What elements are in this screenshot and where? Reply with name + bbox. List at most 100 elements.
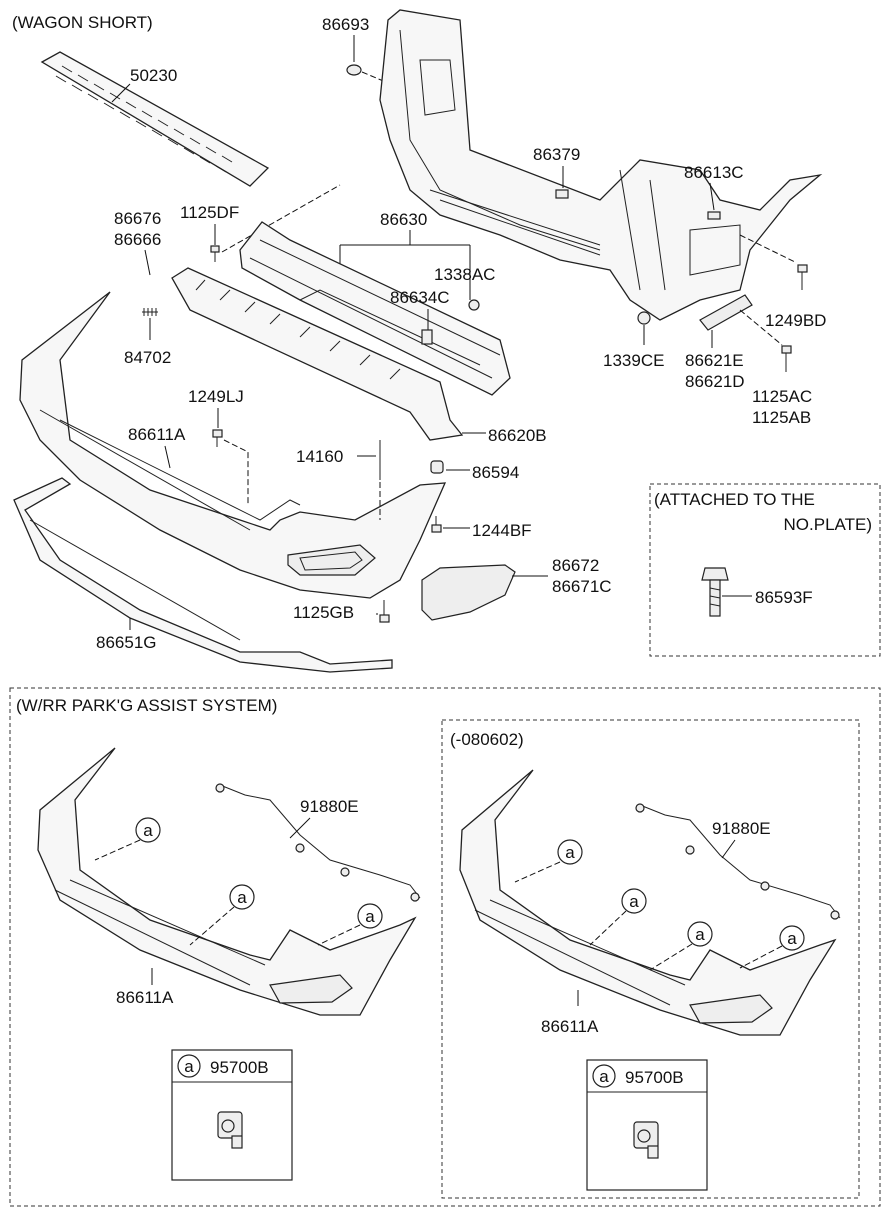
sensor-95700B-right — [633, 1121, 659, 1159]
dashed-1125DF — [221, 184, 341, 253]
body-back-panel — [379, 9, 823, 321]
marker-a-right-3: a — [687, 921, 713, 947]
bolt-1244BF — [431, 516, 442, 533]
label-86651G: 86651G — [96, 633, 157, 652]
label-1125GB: 1125GB — [293, 603, 354, 622]
label-86620B: 86620B — [488, 426, 547, 445]
dashed-a-left-1 — [94, 839, 141, 861]
svg-text:a: a — [599, 1067, 609, 1086]
label-1339CE: 1339CE — [603, 351, 664, 370]
absorber-86620B — [171, 267, 464, 441]
dashed-1125AC — [739, 309, 783, 346]
label-86594: 86594 — [472, 463, 519, 482]
bracket-86621E — [699, 294, 753, 331]
part-86379 — [555, 189, 569, 199]
label-86693: 86693 — [322, 15, 369, 34]
dashed-a-right-1 — [514, 861, 561, 883]
label-86621D: 86621D — [685, 372, 745, 391]
label-86676: 86676 — [114, 209, 161, 228]
label-86611A-right: 86611A — [541, 1017, 599, 1036]
leader-86613C — [709, 182, 715, 211]
svg-text:a: a — [143, 821, 153, 840]
wiring-91880E-left — [215, 783, 421, 902]
dashed-a-left-3 — [317, 924, 361, 946]
clip-86693 — [346, 64, 362, 76]
bolt-1125DF — [210, 245, 220, 262]
svg-text:a: a — [629, 892, 639, 911]
attached-title-line2: NO.PLATE) — [784, 515, 872, 534]
label-86630: 86630 — [380, 210, 427, 229]
dashed-1249LJ — [223, 439, 249, 505]
box-park-assist — [9, 687, 881, 1207]
dashed-86693 — [361, 71, 401, 89]
sensor-95700B-left — [217, 1111, 243, 1149]
svg-text:a: a — [565, 843, 575, 862]
scuff-plate-50230 — [40, 51, 270, 187]
bolt-1249LJ — [212, 429, 223, 447]
label-91880E-right: 91880E — [712, 819, 771, 838]
label-86611A: 86611A — [128, 425, 186, 444]
bumper-right-park-assist — [459, 769, 837, 1036]
svg-text:a: a — [184, 1057, 194, 1076]
bracket-86634C — [421, 329, 433, 345]
label-1249BD: 1249BD — [765, 311, 826, 330]
label-86611A-left: 86611A — [116, 988, 174, 1007]
part-86613C — [707, 211, 721, 220]
marker-a-left-3: a — [357, 903, 383, 929]
marker-a-right-2: a — [621, 888, 647, 914]
marker-a-left-1: a — [135, 817, 161, 843]
dashed-1249BD — [739, 234, 796, 263]
marker-a-right-1: a — [557, 839, 583, 865]
bolt-1125GB — [379, 600, 390, 623]
box-attached-no-plate — [649, 483, 881, 657]
bolt-1249BD — [797, 264, 808, 290]
svg-text:a: a — [365, 907, 375, 926]
label-86621E: 86621E — [685, 351, 744, 370]
label-95700B-left: 95700B — [210, 1058, 269, 1077]
marker-a-left-2: a — [229, 884, 255, 910]
leader-91880E-left — [289, 817, 311, 839]
date-code-title: (-080602) — [450, 730, 524, 749]
label-14160: 14160 — [296, 447, 343, 466]
bolt-86593F — [701, 567, 729, 617]
label-1338AC: 1338AC — [434, 265, 495, 284]
marker-a-sensor-right: a — [592, 1064, 616, 1088]
label-86672: 86672 — [552, 556, 599, 575]
svg-text:a: a — [787, 929, 797, 948]
label-95700B-right: 95700B — [625, 1068, 684, 1087]
nut-1339CE — [637, 311, 651, 325]
lower-strip-86651G — [13, 477, 393, 673]
box-date-code — [441, 719, 860, 1199]
label-84702: 84702 — [124, 348, 171, 367]
label-86613C: 86613C — [684, 163, 744, 182]
leader-86611A — [164, 445, 171, 469]
leader-91880E-right — [721, 839, 736, 859]
label-1244BF: 1244BF — [472, 521, 532, 540]
leader-86676 — [144, 249, 151, 276]
leader-50230 — [111, 83, 131, 103]
label-50230: 50230 — [130, 66, 177, 85]
label-91880E-left: 91880E — [300, 797, 359, 816]
dashed-a-right-3 — [649, 943, 693, 971]
label-86379: 86379 — [533, 145, 580, 164]
label-86634C: 86634C — [390, 288, 450, 307]
attached-title-line1: (ATTACHED TO THE — [654, 490, 815, 509]
dashed-a-right-2 — [589, 910, 627, 946]
bolt-1125AC — [781, 345, 792, 372]
label-86593F: 86593F — [755, 588, 813, 607]
grommet-86594 — [430, 460, 444, 474]
label-1125DF: 1125DF — [180, 203, 239, 222]
marker-a-sensor-left: a — [177, 1054, 201, 1078]
part-84702 — [142, 308, 158, 316]
dashed-a-left-2 — [189, 906, 235, 946]
label-1249LJ: 1249LJ — [188, 387, 244, 406]
svg-text:a: a — [695, 925, 705, 944]
reflector-86672 — [421, 564, 516, 621]
label-1125AB: 1125AB — [752, 408, 811, 427]
dashed-a-right-4 — [739, 945, 783, 969]
section-title-park-assist: (W/RR PARK'G ASSIST SYSTEM) — [16, 696, 277, 715]
section-title-wagon-short: (WAGON SHORT) — [12, 13, 153, 32]
marker-a-right-4: a — [779, 925, 805, 951]
